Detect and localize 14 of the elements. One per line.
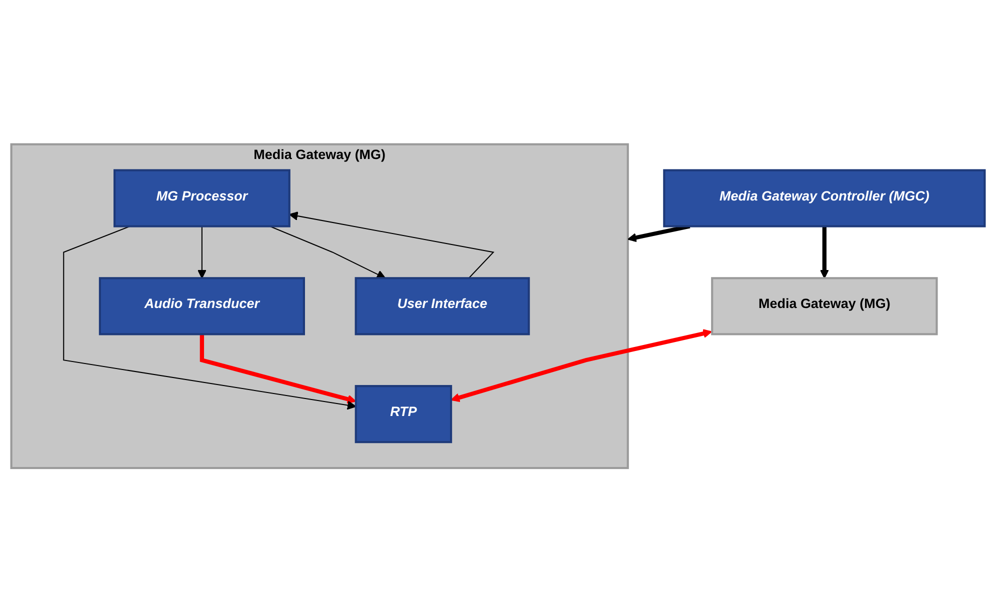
arrow (200, 334, 356, 404)
node-box (98, 276, 305, 336)
node-box (354, 384, 452, 443)
node-box (114, 169, 290, 228)
arrow (63, 226, 356, 410)
arrow (288, 211, 494, 278)
node-box (354, 276, 530, 336)
arrow (270, 226, 386, 278)
arrow (450, 328, 712, 402)
node-box (711, 276, 938, 336)
cluster (10, 143, 629, 469)
node-box (663, 169, 986, 228)
arrow (820, 226, 829, 278)
arrow (197, 226, 207, 278)
